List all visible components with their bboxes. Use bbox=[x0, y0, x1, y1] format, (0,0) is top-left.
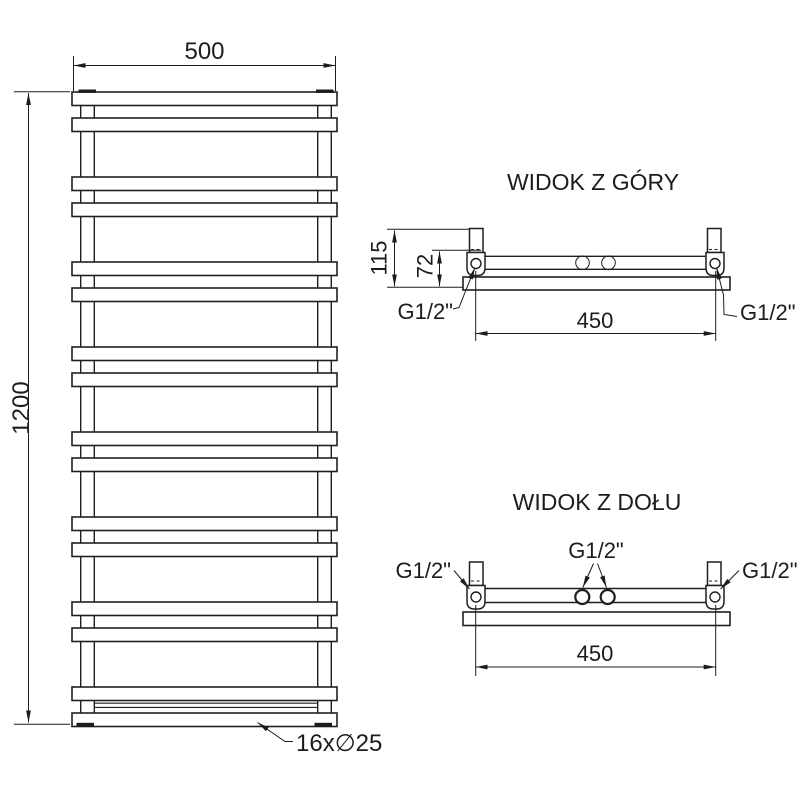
radiator-rung bbox=[71, 176, 338, 192]
dim-spacing-label-top: 450 bbox=[577, 308, 614, 333]
top-view: WIDOK Z GÓRY 115 72 bbox=[367, 169, 796, 341]
radiator-rung bbox=[71, 431, 338, 447]
bottom-connector-pipe bbox=[95, 702, 317, 708]
collector-tubes bbox=[79, 103, 332, 715]
radiator-rung bbox=[71, 202, 338, 218]
left-connection-circle bbox=[470, 257, 482, 270]
top-right-connection-callout: G1/2" bbox=[716, 267, 796, 325]
left-fitting-stub bbox=[468, 561, 484, 587]
front-view: 500 1200 16x∅25 bbox=[8, 38, 382, 757]
dim-depth-115: 115 bbox=[367, 228, 470, 288]
radiator-rung bbox=[71, 457, 338, 473]
left-connection-circle bbox=[470, 591, 482, 603]
bottom-right-connection-callout: G1/2" bbox=[720, 558, 798, 590]
center-connection-circle bbox=[574, 588, 591, 606]
dim-height: 1200 bbox=[8, 91, 70, 725]
right-fitting-stub bbox=[706, 227, 722, 254]
dim-offset-72: 72 bbox=[413, 249, 481, 287]
bottom-left-connection-callout: G1/2" bbox=[395, 558, 470, 590]
left-fitting-stub bbox=[468, 227, 484, 254]
bottom-center-connection-label: G1/2" bbox=[568, 538, 624, 563]
center-connection-hidden bbox=[575, 255, 590, 271]
radiator-rungs bbox=[71, 91, 338, 728]
bottom-right-connection-label: G1/2" bbox=[742, 558, 798, 583]
dim-height-label: 1200 bbox=[8, 381, 35, 434]
radiator-rung bbox=[71, 712, 338, 728]
dim-width: 500 bbox=[73, 38, 336, 91]
radiator-rung bbox=[71, 372, 338, 388]
tube-count-callout: 16x∅25 bbox=[257, 722, 382, 757]
radiator-rung bbox=[71, 686, 338, 702]
left-elbow bbox=[466, 584, 486, 610]
top-view-title: WIDOK Z GÓRY bbox=[507, 169, 679, 195]
radiator-rung bbox=[71, 91, 338, 107]
radiator-rung bbox=[71, 287, 338, 303]
right-connection-circle bbox=[709, 591, 721, 603]
radiator-rung bbox=[71, 516, 338, 532]
radiator-rung bbox=[71, 542, 338, 558]
dim-offset-label: 72 bbox=[413, 254, 438, 278]
center-connection-hidden bbox=[601, 255, 616, 271]
right-connection-circle bbox=[709, 257, 721, 270]
tube-count-label: 16x∅25 bbox=[296, 730, 382, 757]
dim-spacing-label-bottom: 450 bbox=[577, 641, 614, 666]
bottom-rung-bar bbox=[462, 611, 731, 627]
top-left-connection-callout: G1/2" bbox=[397, 267, 476, 324]
right-elbow bbox=[705, 584, 725, 610]
radiator-rung bbox=[71, 627, 338, 643]
bottom-left-connection-label: G1/2" bbox=[395, 558, 451, 583]
radiator-rung bbox=[71, 346, 338, 362]
top-left-connection-label: G1/2" bbox=[397, 299, 453, 324]
radiator-rung bbox=[71, 117, 338, 133]
top-rung-bar bbox=[462, 276, 731, 291]
bottom-feet bbox=[76, 722, 332, 727]
bottom-view-title: WIDOK Z DOŁU bbox=[513, 489, 682, 515]
radiator-rung bbox=[71, 601, 338, 617]
bottom-center-connection-callout: G1/2" bbox=[568, 538, 624, 588]
dim-depth-label: 115 bbox=[367, 240, 392, 275]
radiator-rung bbox=[71, 261, 338, 277]
dim-spacing-450-bottom: 450 bbox=[475, 605, 717, 676]
center-connection-circle bbox=[599, 588, 616, 606]
bottom-view: WIDOK Z DOŁU G1/2" G1/2" G1 bbox=[395, 489, 798, 676]
dim-spacing-450-top: 450 bbox=[475, 271, 717, 341]
right-elbow bbox=[705, 251, 725, 277]
top-right-connection-label: G1/2" bbox=[740, 300, 796, 325]
top-plug-marks bbox=[78, 89, 334, 93]
dim-width-label: 500 bbox=[184, 38, 224, 65]
right-fitting-stub bbox=[706, 561, 722, 587]
